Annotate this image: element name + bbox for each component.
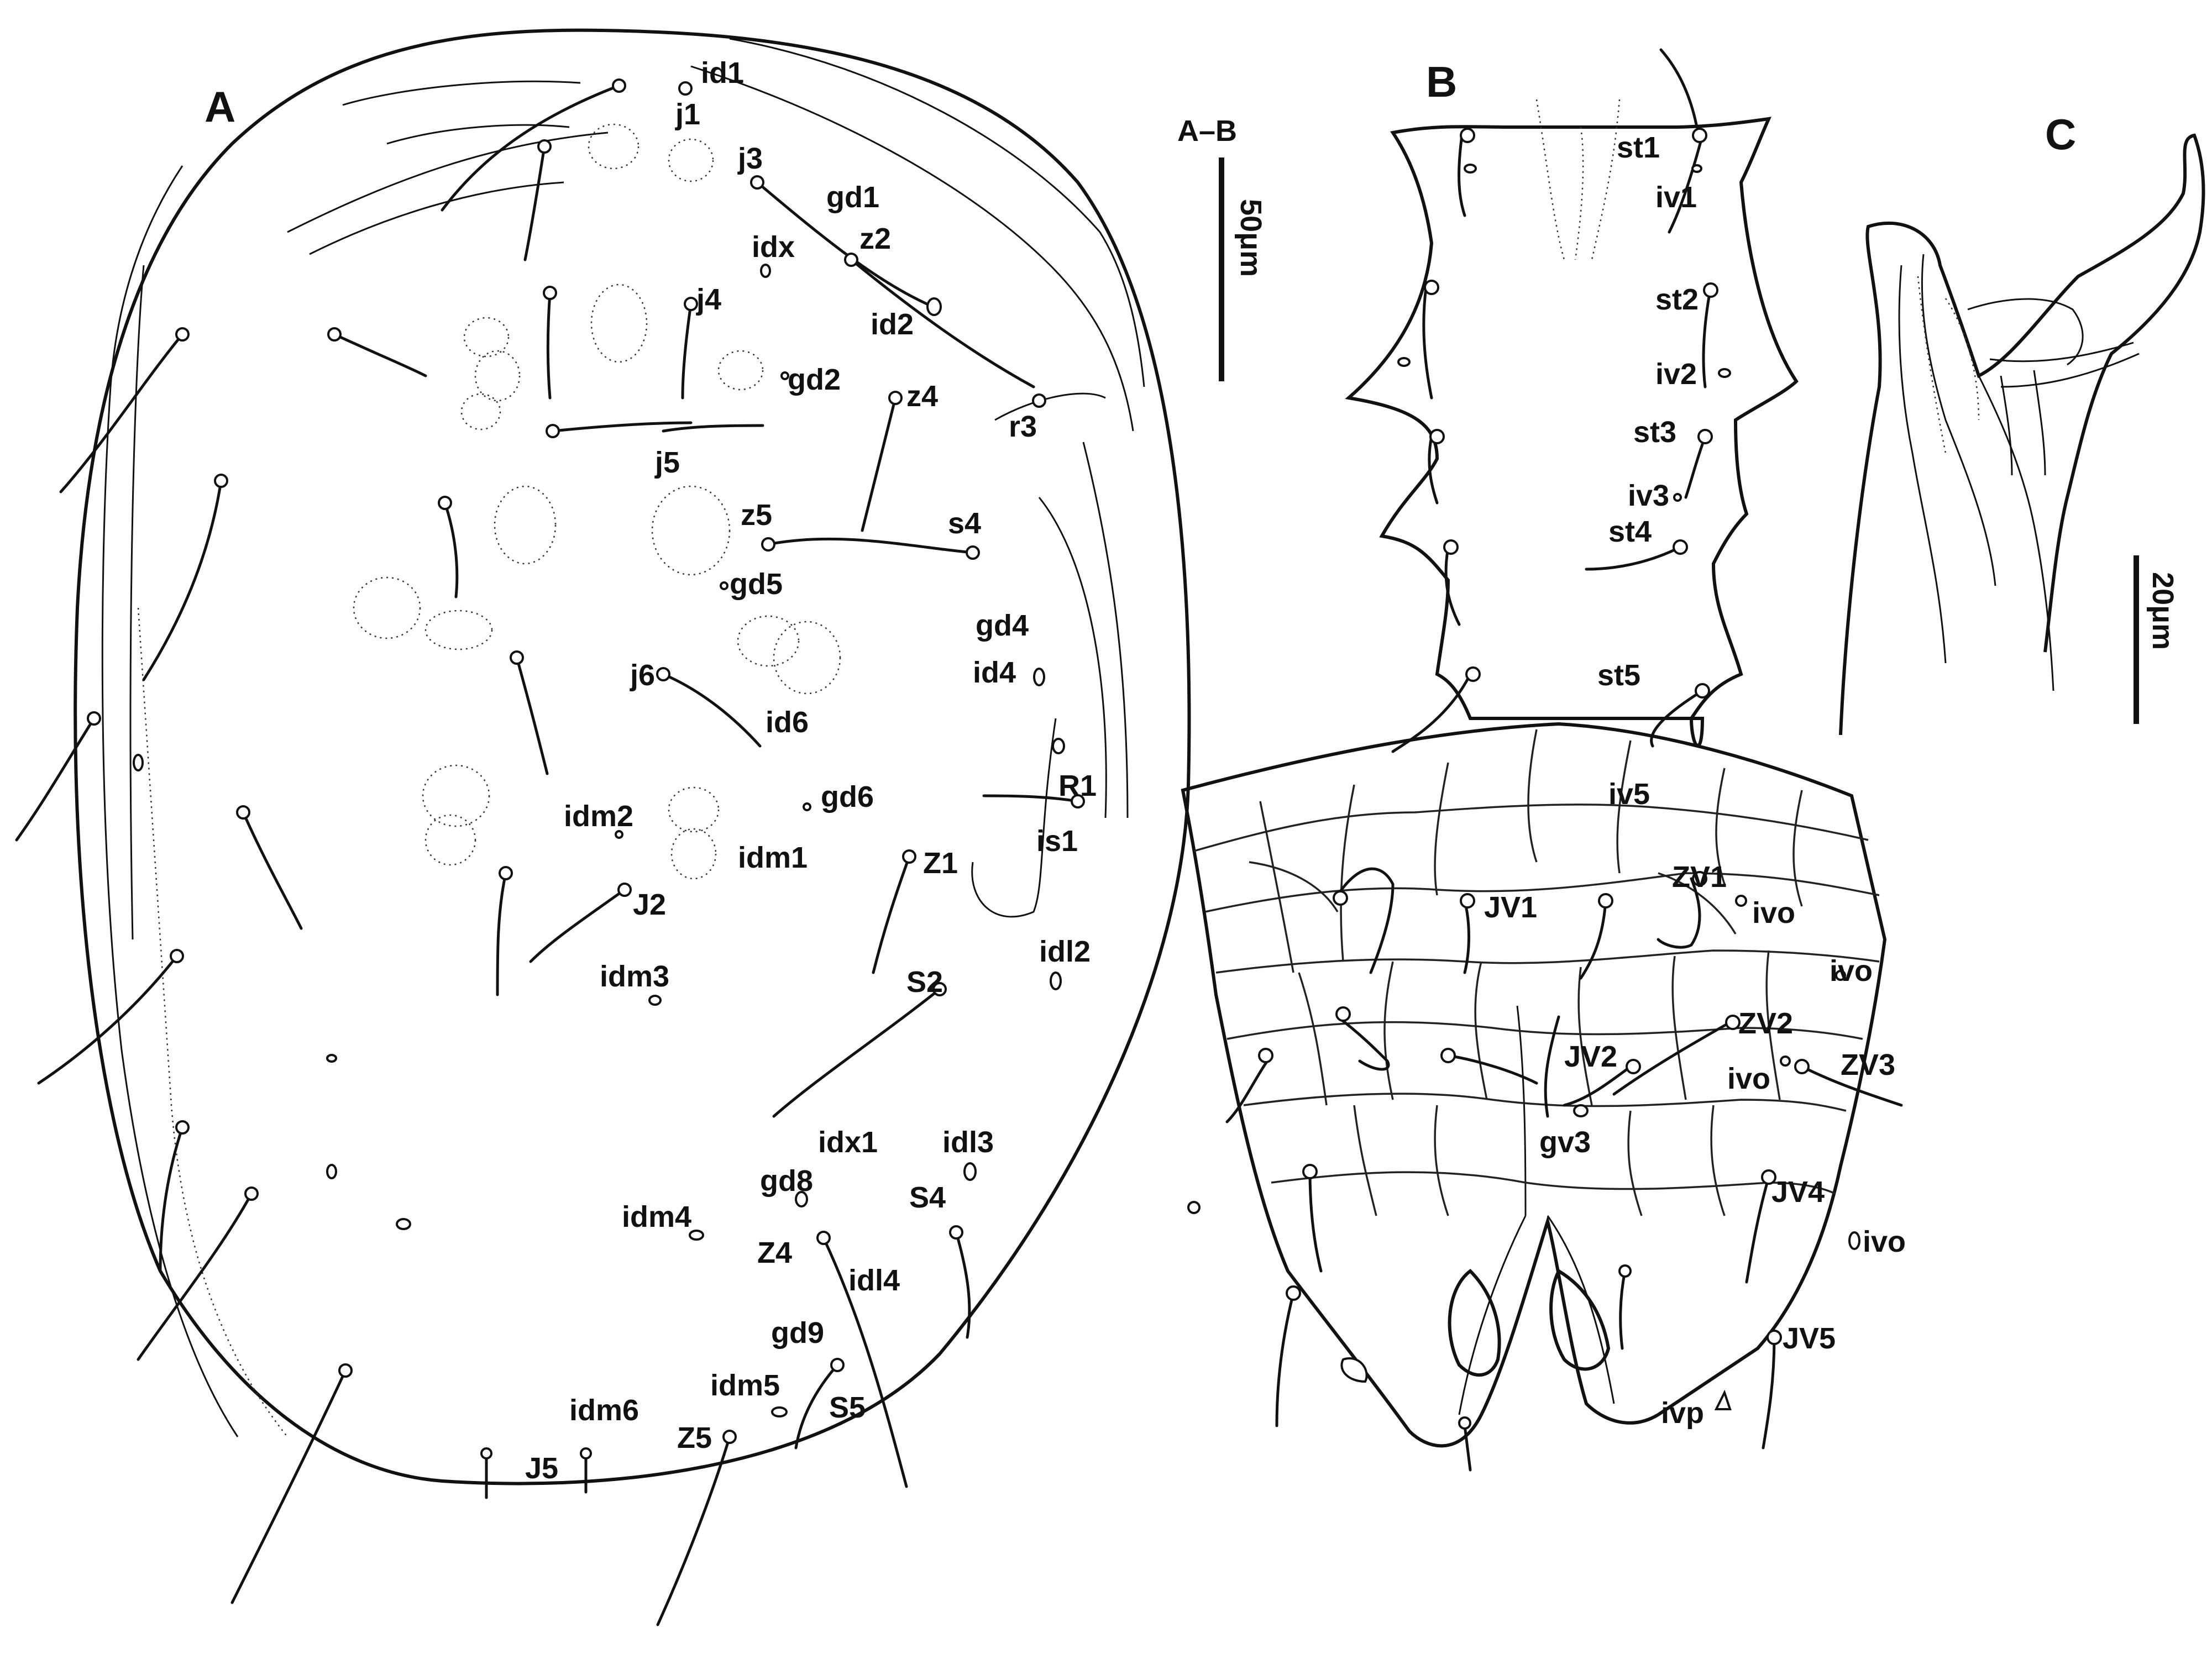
anal-valve-right bbox=[1549, 1268, 1611, 1371]
dorsal-shield-outline bbox=[74, 28, 1191, 1485]
label-gd2: gd2 bbox=[788, 363, 841, 396]
label-idm5: idm5 bbox=[710, 1369, 780, 1402]
label-gd4: gd4 bbox=[976, 609, 1029, 642]
label-iv2: iv2 bbox=[1655, 358, 1697, 391]
label-S4: S4 bbox=[909, 1181, 946, 1214]
label-Z4: Z4 bbox=[757, 1236, 792, 1269]
label-s4: s4 bbox=[948, 507, 981, 540]
label-iv3: iv3 bbox=[1628, 479, 1669, 512]
label-z5: z5 bbox=[741, 498, 772, 532]
label-idx1: idx1 bbox=[818, 1126, 878, 1159]
dorsal-setae bbox=[15, 84, 1079, 1626]
label-iv1: iv1 bbox=[1655, 181, 1697, 214]
ventrianal-reticulation bbox=[1193, 729, 1880, 1216]
sternal-shield-outline bbox=[1345, 117, 1799, 748]
panel-b-labels: st1 iv1 st2 iv2 st3 iv3 st4 st5 iv5 ZV1 … bbox=[1484, 131, 1906, 1430]
scale-bar-c: 20μm bbox=[2134, 555, 2179, 724]
anal-valve-left bbox=[1448, 1269, 1501, 1377]
pigment-patches bbox=[353, 123, 841, 880]
label-gv3: gv3 bbox=[1539, 1126, 1591, 1159]
label-st4: st4 bbox=[1608, 515, 1652, 548]
label-R1: R1 bbox=[1058, 769, 1097, 802]
panel-a-dorsal-shield: id1 j1 j3 gd1 idx z2 j4 id2 gd2 z4 r3 j5… bbox=[15, 28, 1191, 1626]
label-j4: j4 bbox=[696, 283, 721, 316]
label-ZV3: ZV3 bbox=[1841, 1048, 1895, 1081]
label-r3: r3 bbox=[1009, 410, 1037, 443]
label-JV4: JV4 bbox=[1771, 1175, 1825, 1209]
label-ivo-3: ivo bbox=[1727, 1062, 1770, 1095]
label-ivp: ivp bbox=[1661, 1396, 1704, 1430]
label-iv5: iv5 bbox=[1608, 778, 1650, 811]
label-gd8: gd8 bbox=[760, 1164, 813, 1198]
scale-c-length: 20μm bbox=[2146, 572, 2179, 650]
label-ZV2: ZV2 bbox=[1738, 1007, 1793, 1040]
label-S5: S5 bbox=[829, 1391, 866, 1424]
label-ivo-4: ivo bbox=[1863, 1225, 1906, 1258]
label-id6: id6 bbox=[766, 706, 809, 739]
label-idm2: idm2 bbox=[564, 800, 633, 833]
label-Z5: Z5 bbox=[677, 1421, 712, 1455]
scale-ab-title: A–B bbox=[1177, 114, 1237, 148]
label-idm6: idm6 bbox=[569, 1394, 639, 1427]
label-J5: J5 bbox=[525, 1452, 558, 1485]
label-JV5: JV5 bbox=[1783, 1322, 1836, 1355]
label-idl3: idl3 bbox=[942, 1126, 994, 1159]
scale-bar-ab: A–B 50μm bbox=[1177, 114, 1267, 381]
label-Z1: Z1 bbox=[923, 847, 958, 880]
label-gd6: gd6 bbox=[821, 780, 874, 813]
panel-c-letter: C bbox=[2045, 110, 2076, 159]
label-st1: st1 bbox=[1617, 131, 1660, 164]
label-idm3: idm3 bbox=[600, 960, 669, 993]
label-id1: id1 bbox=[701, 56, 744, 90]
label-ivo-2: ivo bbox=[1830, 954, 1873, 988]
label-JV1: JV1 bbox=[1484, 891, 1537, 924]
panel-a-labels: id1 j1 j3 gd1 idx z2 j4 id2 gd2 z4 r3 j5… bbox=[525, 56, 1097, 1485]
label-j6: j6 bbox=[630, 659, 655, 692]
label-j5: j5 bbox=[654, 446, 680, 479]
panel-c-outline bbox=[1839, 133, 2205, 736]
label-id2: id2 bbox=[871, 308, 914, 341]
label-idl2: idl2 bbox=[1039, 935, 1091, 968]
dorsal-sockets-pores bbox=[87, 78, 1085, 1459]
label-gd5: gd5 bbox=[730, 568, 783, 601]
panel-c-structure: C bbox=[1839, 110, 2205, 736]
label-z2: z2 bbox=[859, 222, 891, 255]
ventrianal-shield-outline bbox=[1181, 722, 1887, 1448]
label-ivo-1: ivo bbox=[1752, 896, 1795, 930]
label-idx: idx bbox=[752, 230, 795, 264]
label-gd9: gd9 bbox=[771, 1316, 824, 1350]
label-is1: is1 bbox=[1036, 825, 1078, 858]
label-j3: j3 bbox=[737, 142, 763, 175]
label-id4: id4 bbox=[973, 656, 1016, 689]
label-st3: st3 bbox=[1633, 416, 1676, 449]
panel-b-letter: B bbox=[1426, 57, 1457, 106]
panel-a-letter: A bbox=[205, 82, 235, 131]
panel-b-ventral: st1 iv1 st2 iv2 st3 iv3 st4 st5 iv5 ZV1 … bbox=[1181, 48, 1906, 1472]
label-gd1: gd1 bbox=[826, 181, 879, 214]
label-JV2: JV2 bbox=[1564, 1040, 1617, 1073]
label-idl4: idl4 bbox=[848, 1264, 900, 1297]
label-z4: z4 bbox=[906, 380, 938, 413]
scale-ab-length: 50μm bbox=[1234, 199, 1267, 277]
label-idm4: idm4 bbox=[622, 1200, 691, 1233]
label-st2: st2 bbox=[1655, 283, 1699, 316]
label-j1: j1 bbox=[675, 98, 700, 131]
label-idm1: idm1 bbox=[738, 841, 808, 874]
label-S2: S2 bbox=[906, 965, 943, 999]
label-J2: J2 bbox=[633, 888, 666, 921]
label-ZV1: ZV1 bbox=[1672, 860, 1727, 894]
label-st5: st5 bbox=[1597, 659, 1640, 692]
